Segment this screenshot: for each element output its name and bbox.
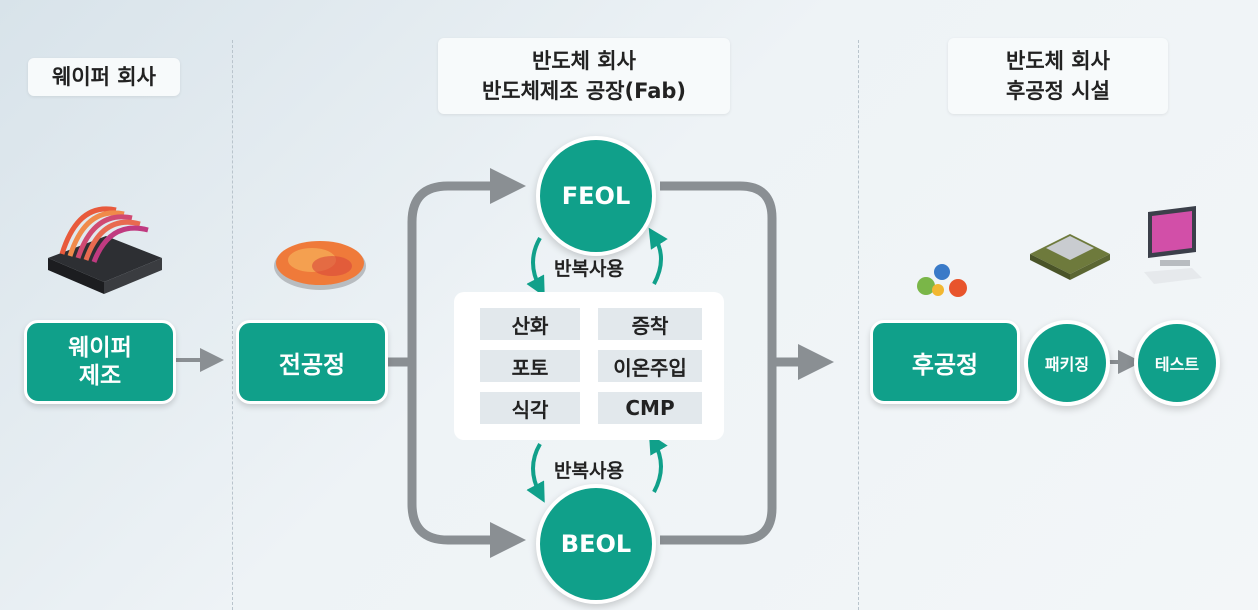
section-label-line1: 반도체 회사 <box>532 49 636 73</box>
repeat-arrow-top-left <box>526 236 545 297</box>
wafer-step-line1: 웨이퍼 <box>68 335 132 361</box>
repeat-label-top: 반복사용 <box>554 258 624 280</box>
packaging-label: 패키징 <box>1044 355 1090 374</box>
section-label-wafer-company: 웨이퍼 회사 <box>28 58 180 96</box>
section-label-fab: 반도체 회사 반도체제조 공장(Fab) <box>438 38 730 114</box>
process-cell: 식각 <box>480 392 580 424</box>
process-cell: CMP <box>598 392 702 424</box>
wafer-boat-image <box>44 196 164 296</box>
front-end-label: 전공정 <box>278 350 346 379</box>
front-end-process-step: 전공정 <box>236 320 388 404</box>
arrow-beol-merge <box>660 362 777 545</box>
repeat-label-bottom: 반복사용 <box>554 460 624 482</box>
section-label-text: 웨이퍼 회사 <box>52 65 156 89</box>
section-label-line2: 후공정 시설 <box>1006 79 1110 103</box>
process-cell: 이온주입 <box>598 350 702 382</box>
gears-icon <box>908 260 976 300</box>
process-cell: 산화 <box>480 308 580 340</box>
beol-node: BEOL <box>536 484 656 604</box>
back-end-label: 후공정 <box>911 350 979 379</box>
section-label-line2: 반도체제조 공장(Fab) <box>481 79 687 103</box>
packaging-node: 패키징 <box>1024 320 1110 406</box>
repeat-arrow-bottom-left <box>526 442 545 503</box>
process-cell: 포토 <box>480 350 580 382</box>
repeat-arrow-top-right <box>648 227 668 285</box>
feol-label: FEOL <box>561 182 631 210</box>
arrow-feol-merge <box>660 181 777 362</box>
test-label: 테스트 <box>1154 355 1200 374</box>
test-node: 테스트 <box>1134 320 1220 406</box>
section-label-backend: 반도체 회사 후공정 시설 <box>948 38 1168 114</box>
process-panel: 산화 증착 포토 이온주입 식각 CMP <box>454 292 724 440</box>
feol-node: FEOL <box>536 136 656 256</box>
section-label-line1: 반도체 회사 <box>1006 49 1110 73</box>
section-divider <box>232 40 233 610</box>
arrow-frontend-branch <box>384 168 526 367</box>
section-divider <box>858 40 859 610</box>
wafer-manufacturing-step: 웨이퍼 제조 <box>24 320 176 404</box>
back-end-process-step: 후공정 <box>870 320 1020 404</box>
beol-label: BEOL <box>560 530 632 558</box>
test-computer-icon <box>1140 206 1206 292</box>
arrow-frontend-branch-beol <box>407 362 526 558</box>
repeat-arrow-bottom-right <box>648 433 668 493</box>
chip-package-icon <box>1026 222 1112 284</box>
wafer-step-line2: 제조 <box>78 363 122 389</box>
wafer-image <box>272 236 368 292</box>
process-cell: 증착 <box>598 308 702 340</box>
